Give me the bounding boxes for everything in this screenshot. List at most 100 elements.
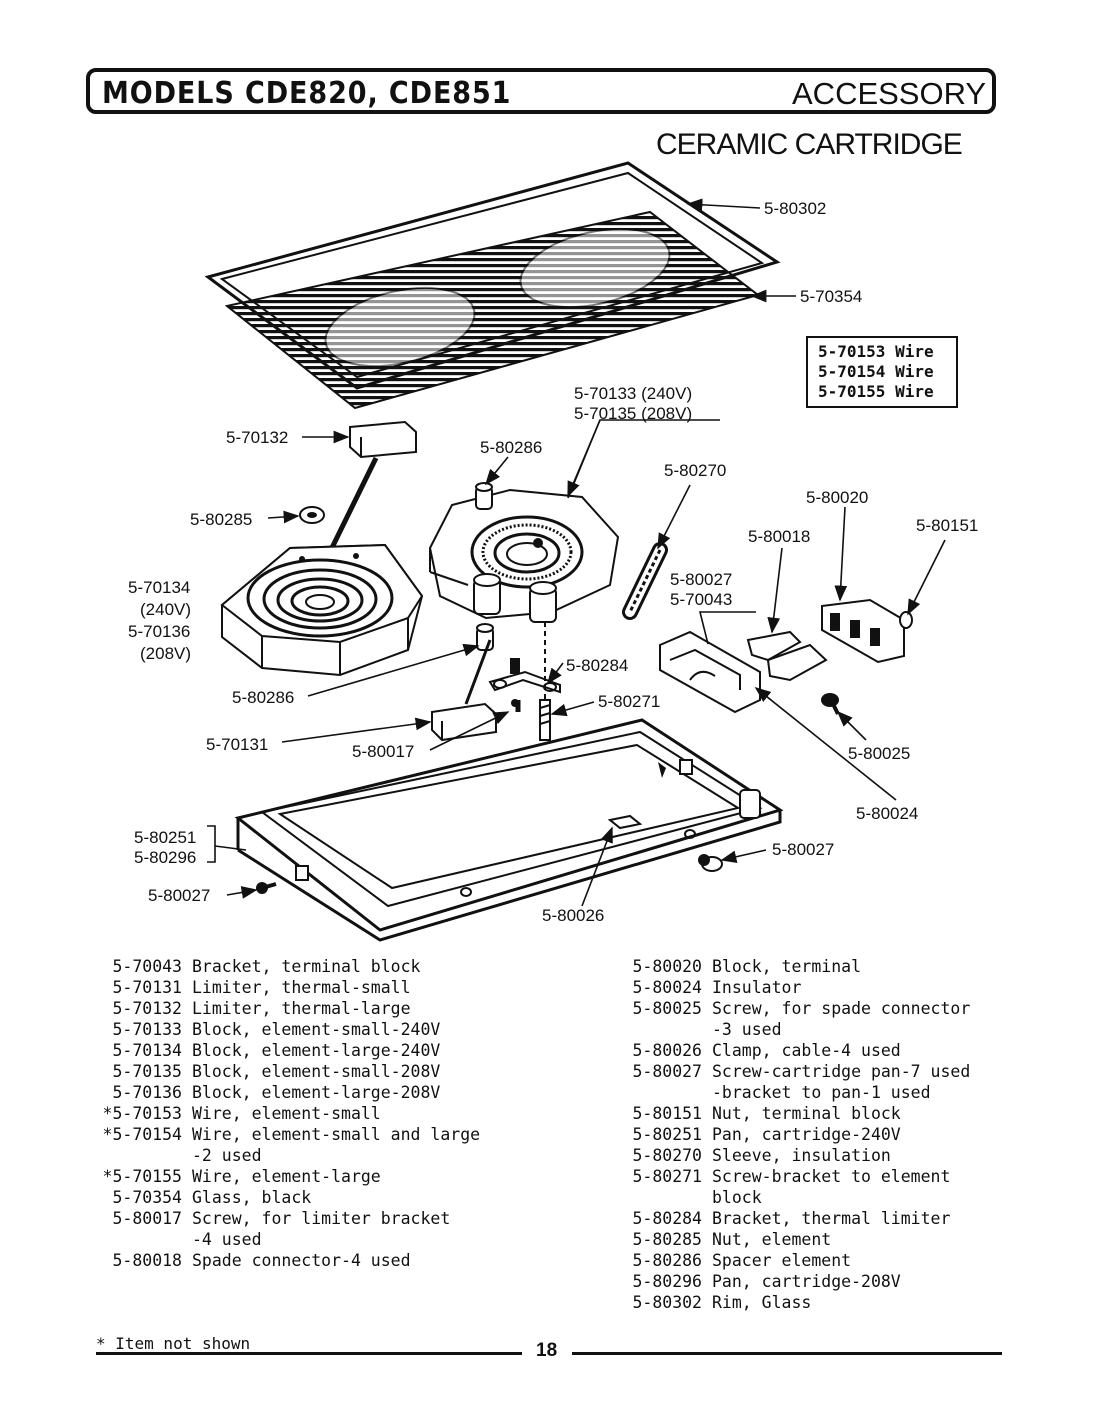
part-row: 5-70133 Block, element-small-240V — [86, 1019, 556, 1040]
part-description: Block, element-small-208V — [192, 1062, 441, 1081]
part-description: Block, terminal — [712, 957, 862, 976]
spade-screw — [821, 693, 840, 715]
part-description: Spade connector-4 used — [192, 1251, 411, 1270]
part-description: Limiter, thermal-large — [192, 999, 411, 1018]
thermal-limiter-small — [431, 639, 497, 742]
part-description: Glass, black — [192, 1188, 312, 1207]
callout-spade-connector: 5-80018 — [748, 527, 811, 546]
callout-spacer-upper: 5-80286 — [480, 438, 543, 457]
part-number: 5-80024 — [632, 978, 702, 997]
part-number: 5-80271 — [632, 1167, 702, 1186]
part-number: 5-80025 — [632, 999, 702, 1018]
part-number: *5-70154 — [102, 1125, 182, 1144]
part-number: 5-70043 — [112, 957, 182, 976]
wire-parts-box: 5-70153 Wire 5-70154 Wire 5-70155 Wire — [806, 336, 958, 408]
part-description: Screw-bracket to element — [712, 1167, 951, 1186]
part-description: Screw, for spade connector — [712, 999, 971, 1018]
part-description: Block, element-large-208V — [192, 1083, 441, 1102]
part-number: 5-80026 — [632, 1041, 702, 1060]
part-number: 5-70354 — [112, 1188, 182, 1207]
part-description-continued: block — [712, 1188, 762, 1207]
callout-pan-screw-left: 5-80027 — [148, 886, 211, 905]
part-description: Rim, Glass — [712, 1293, 812, 1312]
terminal-nut — [899, 611, 913, 629]
part-number: 5-80018 — [112, 1251, 182, 1270]
callout-limiter-small: 5-70131 — [206, 735, 269, 754]
part-number: 5-70134 — [112, 1041, 182, 1060]
callout-limiter-bracket: 5-80284 — [566, 656, 629, 675]
part-row: 5-80286 Spacer element — [606, 1250, 1016, 1271]
callout-large-block-208v: 5-70136 — [128, 622, 191, 641]
callout-sleeve: 5-80270 — [664, 461, 727, 480]
pan-screws — [256, 854, 723, 894]
callout-small-block-240v: 5-70133 (240V) — [574, 384, 693, 403]
callout-glass: 5-70354 — [800, 287, 863, 306]
part-row: *5-70153 Wire, element-small — [86, 1103, 556, 1124]
part-row: 5-80302 Rim, Glass — [606, 1292, 1016, 1313]
part-number: 5-80302 — [632, 1293, 702, 1312]
part-description: Wire, element-small — [192, 1104, 381, 1123]
part-row: 5-70043 Bracket, terminal block — [86, 956, 556, 977]
callout-small-block-208v: 5-70135 (208V) — [574, 404, 693, 423]
exploded-parts-diagram — [204, 161, 946, 942]
part-number: 5-80296 — [632, 1272, 702, 1291]
part-row: 5-70354 Glass, black — [86, 1187, 556, 1208]
callout-spade-screw: 5-80025 — [848, 744, 911, 763]
part-number: 5-80017 — [112, 1209, 182, 1228]
part-row: 5-80025 Screw, for spade connector -3 used — [606, 998, 1016, 1040]
part-description: Limiter, thermal-small — [192, 978, 411, 997]
small-element-block — [428, 482, 620, 623]
callout-bracket-screw: 5-80271 — [598, 692, 661, 711]
ceramic-glass — [224, 210, 761, 410]
section-title: ACCESSORY — [792, 76, 987, 111]
callout-terminal-bracket: 5-70043 — [670, 590, 733, 609]
part-description: Block, element-small-240V — [192, 1020, 441, 1039]
footer-rule-right — [572, 1352, 1002, 1355]
callout-pan-screw-right: 5-80027 — [772, 840, 835, 859]
callout-terminal-block: 5-80020 — [806, 488, 869, 507]
part-description: Wire, element-large — [192, 1167, 381, 1186]
callout-pan-screw-bracket: 5-80027 — [670, 570, 733, 589]
part-description: Sleeve, insulation — [712, 1146, 891, 1165]
part-description-continued: -3 used — [712, 1020, 782, 1039]
header-frame — [86, 68, 996, 114]
wire-item: 5-70153 Wire — [818, 342, 934, 361]
part-number: *5-70153 — [102, 1104, 182, 1123]
part-description: Bracket, terminal block — [192, 957, 421, 976]
part-description: Nut, terminal block — [712, 1104, 901, 1123]
part-row: 5-80026 Clamp, cable-4 used — [606, 1040, 1016, 1061]
cartridge-pan — [234, 718, 784, 942]
part-number: 5-70135 — [112, 1062, 182, 1081]
part-number: 5-70131 — [112, 978, 182, 997]
callout-pan-208v: 5-80296 — [134, 848, 197, 867]
part-description: Block, element-large-240V — [192, 1041, 441, 1060]
glass-rim — [204, 161, 781, 390]
part-row: 5-80271 Screw-bracket to element block — [606, 1166, 1016, 1208]
models-title: MODELS CDE820, CDE851 — [102, 76, 512, 111]
element-nut — [299, 506, 325, 524]
part-description: Bracket, thermal limiter — [712, 1209, 951, 1228]
thermal-limiter-bracket — [488, 622, 561, 741]
part-description: Pan, cartridge-240V — [712, 1125, 901, 1144]
wire-item: 5-70154 Wire — [818, 362, 934, 381]
part-number: 5-80286 — [632, 1251, 702, 1270]
footnote: * Item not shown — [96, 1334, 251, 1353]
part-number: 5-70136 — [112, 1083, 182, 1102]
thermal-limiter-large — [322, 420, 417, 564]
part-row: 5-70134 Block, element-large-240V — [86, 1040, 556, 1061]
part-row: 5-70136 Block, element-large-208V — [86, 1082, 556, 1103]
part-description: Spacer element — [712, 1251, 852, 1270]
callout-large-block-240v: 5-70134 — [128, 578, 191, 597]
part-number: 5-70133 — [112, 1020, 182, 1039]
part-description-continued: -2 used — [192, 1146, 262, 1165]
wire-item: 5-70155 Wire — [818, 382, 934, 401]
part-description: Clamp, cable-4 used — [712, 1041, 901, 1060]
